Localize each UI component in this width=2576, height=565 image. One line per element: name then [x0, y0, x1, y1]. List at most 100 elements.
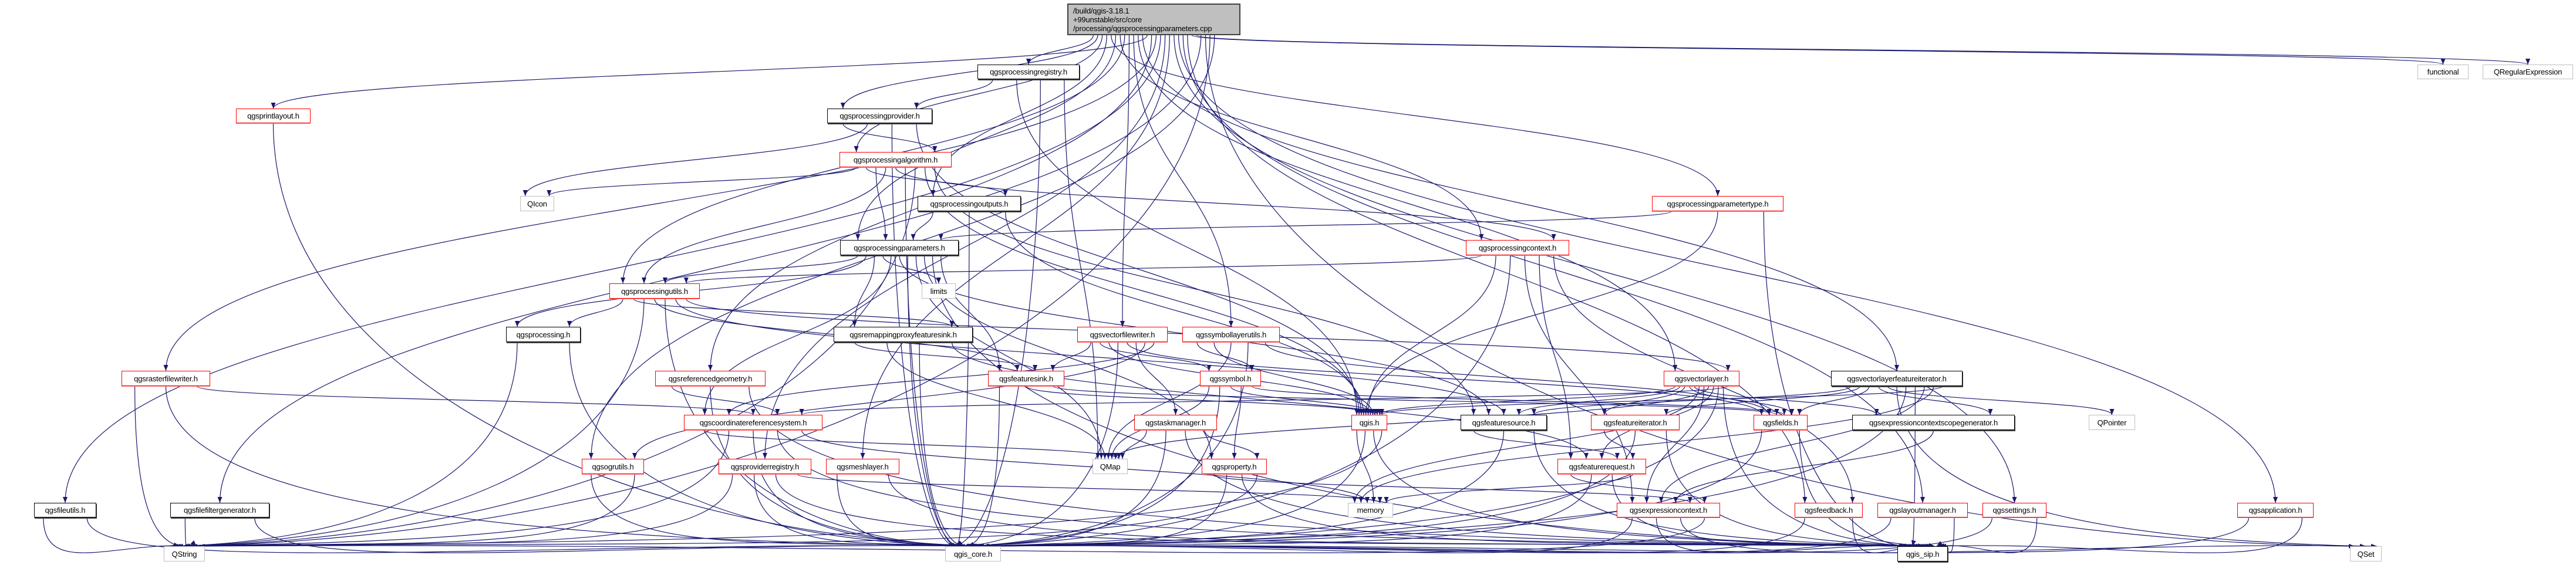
graph-node-fileutils[interactable]: qgsfileutils.h	[34, 503, 96, 517]
edge-rfw-to-qstring	[134, 385, 180, 547]
edge-cpp-to-params	[855, 35, 1117, 241]
edge-cpp-to-vlayer	[1138, 35, 1678, 371]
edge-algorithm-to-utils	[642, 167, 886, 284]
graph-node-mesh[interactable]: qgsmeshlayer.h	[826, 459, 899, 474]
edge-algorithm-to-context	[895, 167, 1556, 241]
graph-node-settings[interactable]: qgssettings.h	[1982, 503, 2046, 517]
edge-utils-to-core	[665, 298, 960, 549]
graph-node-ffg[interactable]: qgsfilefiltergenerator.h	[170, 503, 269, 517]
edge-rfw-to-core	[165, 385, 966, 549]
edge-vfw-to-fsink	[1050, 341, 1091, 371]
edge-algorithm-to-qicon	[547, 167, 857, 197]
edge-provreg-to-memory	[797, 473, 1383, 503]
edge-task-to-qmap	[1120, 429, 1147, 459]
graph-node-app[interactable]: qgsapplication.h	[2237, 503, 2314, 517]
graph-node-utils[interactable]: qgsprocessingutils.h	[609, 283, 700, 299]
edge-fsource-to-sip	[1533, 429, 1920, 549]
graph-node-fsink[interactable]: qgsfeaturesink.h	[988, 371, 1064, 386]
edge-mesh-to-sip	[888, 473, 1927, 549]
edge-vlayer-to-memory	[1352, 385, 1714, 503]
edge-processing-to-qstring	[177, 341, 518, 549]
edge-fileutils-to-qstring	[43, 517, 194, 553]
graph-node-reg[interactable]: qgsprocessingregistry.h	[977, 65, 1080, 79]
graph-node-ecsg[interactable]: qgsexpressioncontextscopegenerator.h	[1852, 415, 2015, 430]
graph-node-processing[interactable]: qgsprocessing.h	[506, 327, 581, 342]
edge-crs-to-memory	[801, 429, 1370, 503]
edge-cpp-to-qset	[1205, 35, 2355, 549]
graph-node-printlayout[interactable]: qgsprintlayout.h	[236, 109, 311, 123]
graph-node-slu[interactable]: qgssymbollayerutils.h	[1182, 327, 1280, 342]
graph-node-memory: memory	[1348, 503, 1393, 517]
edge-symbol-to-qgis	[1230, 385, 1380, 415]
graph-node-layoutmgr[interactable]: qgslayoutmanager.h	[1877, 503, 1968, 517]
graph-node-functional: functional	[2417, 65, 2469, 79]
edge-property-to-sip	[1241, 473, 1930, 549]
graph-node-vlfi[interactable]: qgsvectorlayerfeatureiterator.h	[1831, 371, 1963, 386]
edge-reg-to-provider	[914, 79, 993, 109]
edge-cpp-to-algorithm	[854, 35, 1103, 153]
edge-provider-to-algorithm	[842, 123, 938, 153]
edge-cpp-to-provider	[840, 35, 1098, 109]
edge-vlayer-to-crs	[800, 385, 1729, 415]
graph-node-qmap: QMap	[1093, 459, 1128, 474]
edge-property-to-core	[982, 473, 1228, 549]
graph-node-rfw[interactable]: qgsrasterfilewriter.h	[122, 371, 210, 386]
graph-node-feedback[interactable]: qgsfeedback.h	[1795, 503, 1863, 517]
edge-params-to-limits	[882, 255, 941, 284]
edge-vlfi-to-fsource	[1532, 385, 1852, 415]
graph-node-algorithm[interactable]: qgsprocessingalgorithm.h	[839, 152, 952, 167]
edge-cpp-to-app	[1178, 35, 2278, 503]
edge-ptype-to-sip	[1763, 211, 1905, 549]
edge-crs-to-qmap	[704, 429, 1121, 459]
graph-node-ectx[interactable]: qgsexpressioncontext.h	[1617, 503, 1720, 517]
edge-property-to-ectx	[1211, 473, 1692, 503]
edge-vlfi-to-qpointer	[1887, 385, 2115, 415]
edge-symbol-to-core	[969, 385, 1220, 549]
edge-refgeom-to-sip	[748, 385, 1909, 549]
edge-vlfi-to-qset	[1896, 385, 2366, 549]
graph-node-core: qgis_core.h	[945, 546, 1001, 561]
edge-reg-to-core	[953, 79, 1041, 548]
edge-vfw-to-ogr	[632, 341, 1146, 459]
graph-node-vlayer[interactable]: qgsvectorlayer.h	[1664, 371, 1739, 386]
graph-node-params[interactable]: qgsprocessingparameters.h	[840, 240, 959, 255]
edge-refgeom-to-crs	[671, 385, 780, 415]
edge-vfw-to-crs	[726, 341, 1155, 415]
edge-cpp-to-provreg	[763, 35, 1166, 459]
graph-node-fsource[interactable]: qgsfeaturesource.h	[1461, 415, 1547, 430]
graph-node-vfw[interactable]: qgsvectorfilewriter.h	[1077, 327, 1168, 342]
graph-node-qstring: QString	[164, 546, 205, 561]
graph-node-ogr[interactable]: qgsogrutils.h	[582, 459, 644, 474]
edge-vlfi-to-fields	[1797, 385, 1870, 415]
edge-context-to-freq	[1539, 255, 1573, 459]
graph-node-task[interactable]: qgstaskmanager.h	[1134, 415, 1217, 430]
edge-qgis-to-core	[975, 429, 1365, 549]
graph-node-qgis[interactable]: qgis.h	[1351, 415, 1387, 430]
graph-node-refgeom[interactable]: qgsreferencedgeometry.h	[655, 371, 766, 386]
graph-node-crs[interactable]: qgscoordinatereferencesystem.h	[684, 415, 822, 430]
edge-crs-to-qstring	[181, 429, 730, 549]
graph-node-ptype[interactable]: qgsprocessingparametertype.h	[1652, 196, 1783, 211]
graph-node-fields[interactable]: qgsfields.h	[1754, 415, 1808, 430]
graph-node-freq[interactable]: qgsfeaturerequest.h	[1557, 459, 1646, 474]
edge-ectx-to-qset	[1680, 517, 2377, 553]
edge-task-to-sip	[1185, 429, 1916, 549]
edge-crs-to-sip	[777, 429, 1914, 549]
graph-node-outputs[interactable]: qgsprocessingoutputs.h	[918, 196, 1021, 211]
graph-node-provreg[interactable]: qgsproviderregistry.h	[719, 459, 811, 474]
graph-node-context[interactable]: qgsprocessingcontext.h	[1466, 240, 1569, 255]
edge-freq-to-ectx	[1570, 473, 1707, 503]
graph-node-property[interactable]: qgsproperty.h	[1202, 459, 1267, 474]
graph-node-symbol[interactable]: qgssymbol.h	[1200, 371, 1261, 386]
edge-outputs-to-core	[956, 211, 970, 547]
edge-algorithm-to-qstring	[172, 167, 916, 549]
graph-node-sip[interactable]: qgis_sip.h	[1897, 546, 1948, 561]
edge-utils-to-qstring	[174, 298, 645, 549]
edge-vlfi-to-memory	[1358, 385, 1934, 503]
graph-node-fiter[interactable]: qgsfeatureiterator.h	[1591, 415, 1680, 430]
graph-node-provider[interactable]: qgsprocessingprovider.h	[827, 109, 932, 123]
edge-remap-to-core	[919, 341, 963, 547]
graph-node-remap[interactable]: qgsremappingproxyfeaturesink.h	[834, 327, 973, 342]
graph-node-cpp[interactable]: /build/qgis-3.18.1 +99unstable/src/core …	[1067, 4, 1240, 35]
edge-context-to-qgis	[1365, 255, 1496, 415]
